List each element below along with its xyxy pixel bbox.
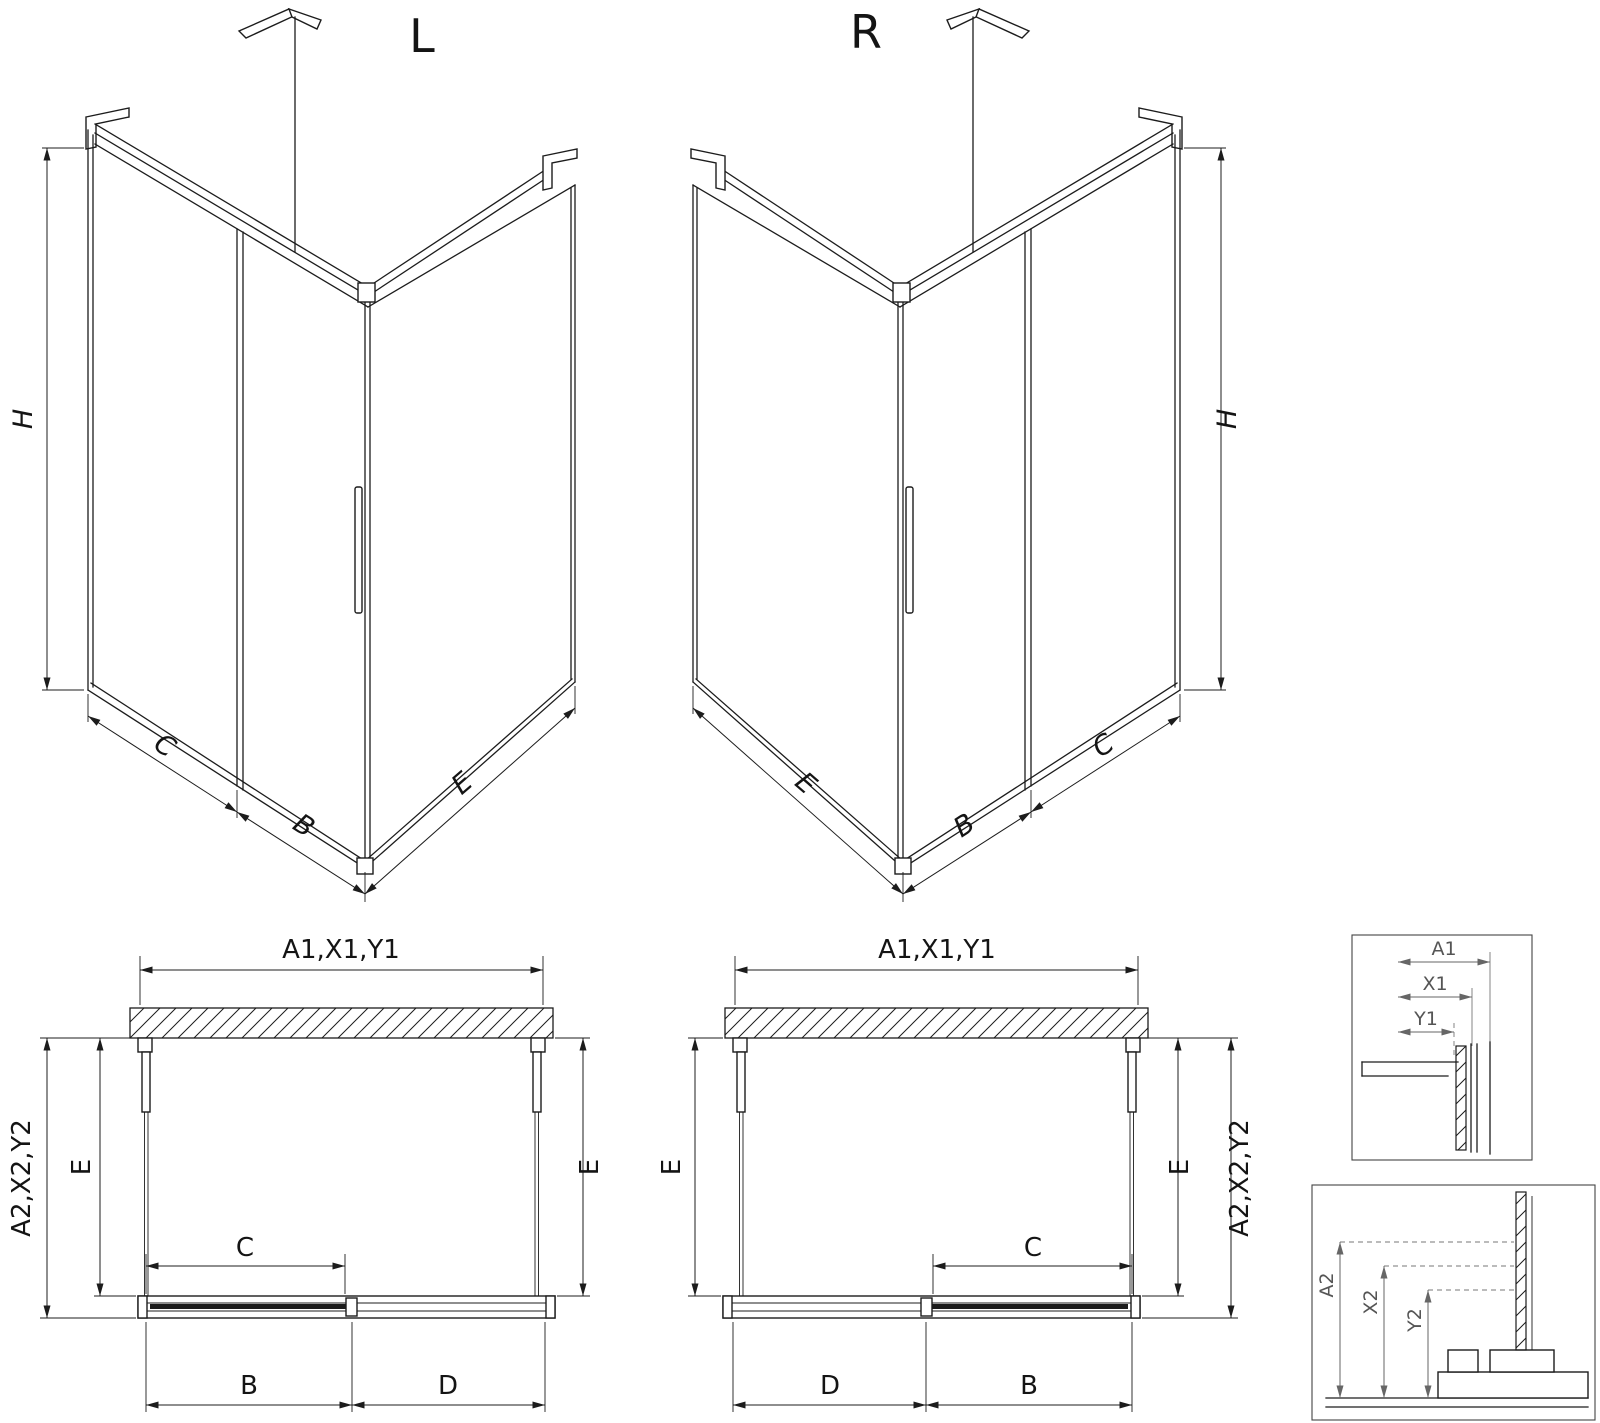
detail-wall-dim-a1: A1 bbox=[1431, 938, 1456, 960]
plan-left-dim-depth-outer: A2,X2,Y2 bbox=[7, 1119, 37, 1237]
detail-floor-border bbox=[1311, 1184, 1596, 1421]
glass-section-hatched bbox=[1455, 1045, 1467, 1151]
plan-right-dim-opening: C bbox=[1024, 1233, 1042, 1263]
iso-right-geometry bbox=[691, 9, 1226, 902]
iso-left-variant-label: L bbox=[409, 9, 435, 63]
detail-wall-dim-x1: X1 bbox=[1422, 973, 1447, 995]
detail-floor-dim-x2: X2 bbox=[1360, 1289, 1382, 1314]
plan-view-left: A1,X1,Y1 A2,X2,Y2 E E C B D bbox=[7, 935, 605, 1412]
wall-section-hatched bbox=[129, 1007, 554, 1039]
iso-view-right: R H C B E bbox=[691, 5, 1243, 902]
track-roller-block bbox=[1447, 1349, 1479, 1373]
plan-right-dim-depth-right: E bbox=[1165, 1159, 1195, 1175]
iso-left-geometry bbox=[42, 9, 577, 902]
iso-right-dim-height: H bbox=[1212, 409, 1243, 429]
wall-section-hatched bbox=[724, 1007, 1149, 1039]
detail-floor-dim-a2: A2 bbox=[1316, 1272, 1338, 1297]
plan-left-dim-depth-left: E bbox=[67, 1159, 97, 1175]
glass-section-hatched bbox=[1515, 1191, 1527, 1351]
plan-left-dim-width: A1,X1,Y1 bbox=[282, 935, 400, 965]
plan-right-dim-fixed: D bbox=[820, 1371, 840, 1401]
plan-left-dim-fixed: D bbox=[438, 1371, 458, 1401]
iso-right-variant-label: R bbox=[850, 5, 882, 59]
track-base-profile bbox=[1437, 1371, 1589, 1399]
detail-floor-dim-y2: Y2 bbox=[1404, 1308, 1426, 1333]
plan-left-dim-opening: C bbox=[236, 1233, 254, 1263]
detail-view-floor-profile: A2 X2 Y2 bbox=[1311, 1184, 1596, 1421]
iso-right-dim-fixed-panel: C bbox=[1087, 728, 1120, 764]
plan-right-dim-depth-left: E bbox=[657, 1159, 687, 1175]
iso-left-dim-height: H bbox=[8, 409, 39, 429]
iso-view-left: L H C B E bbox=[8, 9, 577, 902]
plan-left-dim-door: B bbox=[240, 1371, 258, 1401]
detail-wall-border bbox=[1351, 934, 1533, 1161]
detail-view-wall-profile: A1 X1 Y1 bbox=[1351, 934, 1533, 1161]
track-roller-block bbox=[1489, 1349, 1555, 1373]
plan-right-dim-door: B bbox=[1020, 1371, 1038, 1401]
plan-right-dim-width: A1,X1,Y1 bbox=[878, 935, 996, 965]
detail-wall-dim-y1: Y1 bbox=[1413, 1008, 1438, 1030]
plan-view-right: A1,X1,Y1 A2,X2,Y2 E E C B D bbox=[657, 935, 1255, 1412]
plan-right-dim-depth-outer: A2,X2,Y2 bbox=[1225, 1119, 1255, 1237]
plan-left-dim-depth-right: E bbox=[575, 1159, 605, 1175]
